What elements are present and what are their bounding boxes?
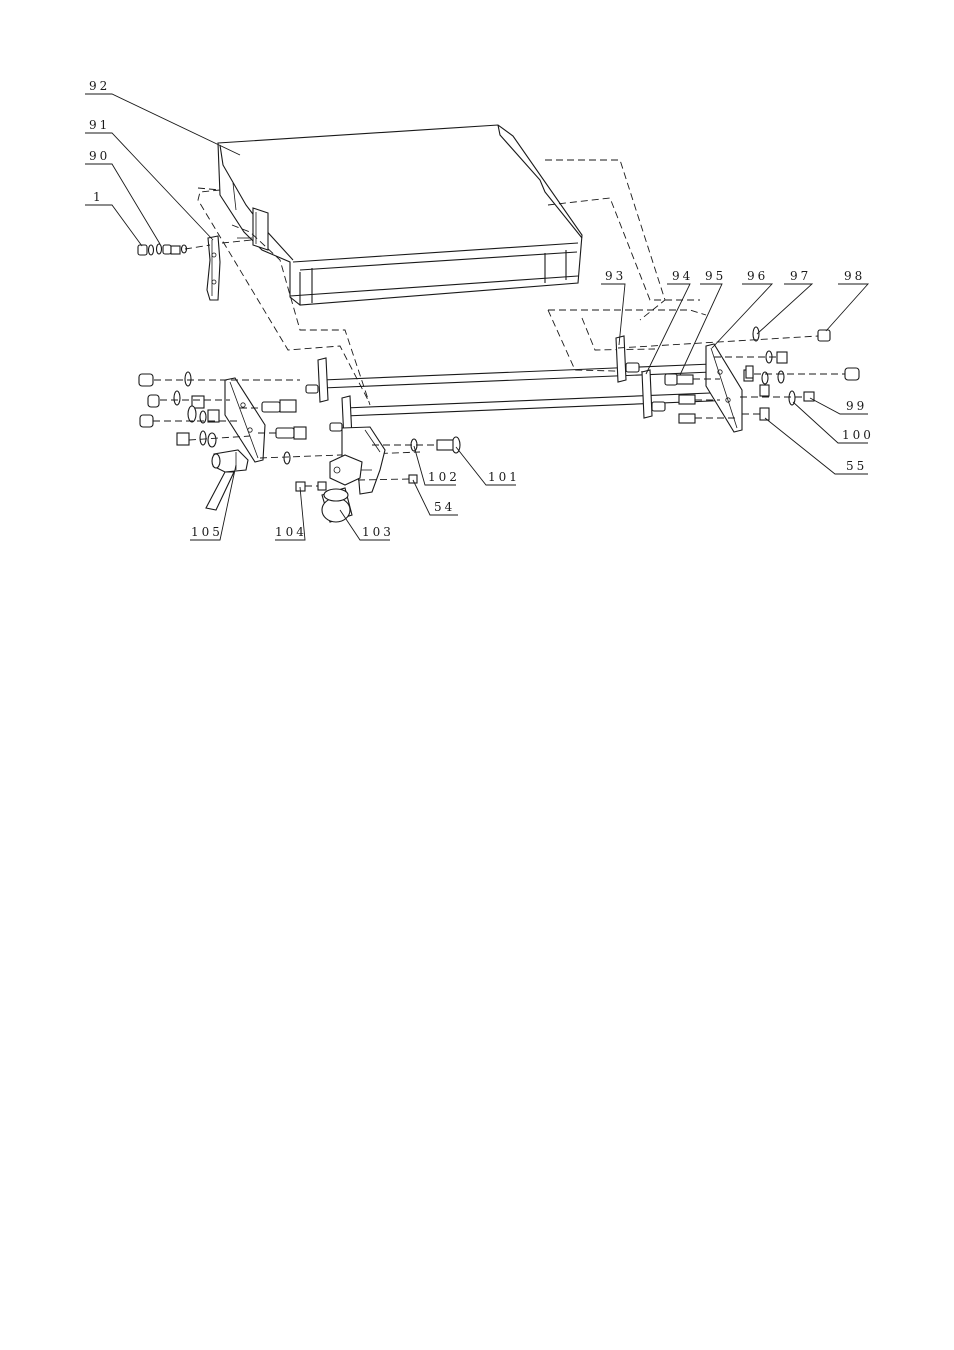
table-top-part bbox=[218, 125, 582, 305]
callout-103: 103 bbox=[362, 525, 394, 539]
callout-92: 92 bbox=[89, 79, 110, 93]
callout-54: 54 bbox=[434, 500, 455, 514]
callout-55: 55 bbox=[846, 459, 867, 473]
callout-94: 94 bbox=[672, 269, 693, 283]
knob-part bbox=[322, 488, 352, 522]
callout-104: 104 bbox=[275, 525, 307, 539]
lock-handle-part bbox=[206, 450, 248, 510]
callout-91: 91 bbox=[89, 118, 110, 132]
callout-100: 100 bbox=[842, 428, 874, 442]
callout-1: 1 bbox=[93, 190, 104, 204]
callout-99: 99 bbox=[846, 399, 867, 413]
right-rail-posts bbox=[616, 336, 665, 418]
callout-95: 95 bbox=[705, 269, 726, 283]
callout-98: 98 bbox=[844, 269, 865, 283]
callout-102: 102 bbox=[428, 470, 460, 484]
callout-97: 97 bbox=[790, 269, 811, 283]
left-end-plate bbox=[225, 378, 265, 462]
center-clamp-bracket bbox=[330, 427, 385, 494]
callout-101: 101 bbox=[488, 470, 520, 484]
callout-93: 93 bbox=[605, 269, 626, 283]
callout-105: 105 bbox=[191, 525, 223, 539]
callout-96: 96 bbox=[747, 269, 768, 283]
left-fastener-group bbox=[138, 240, 252, 255]
callout-90: 90 bbox=[89, 149, 110, 163]
rails bbox=[322, 364, 735, 416]
